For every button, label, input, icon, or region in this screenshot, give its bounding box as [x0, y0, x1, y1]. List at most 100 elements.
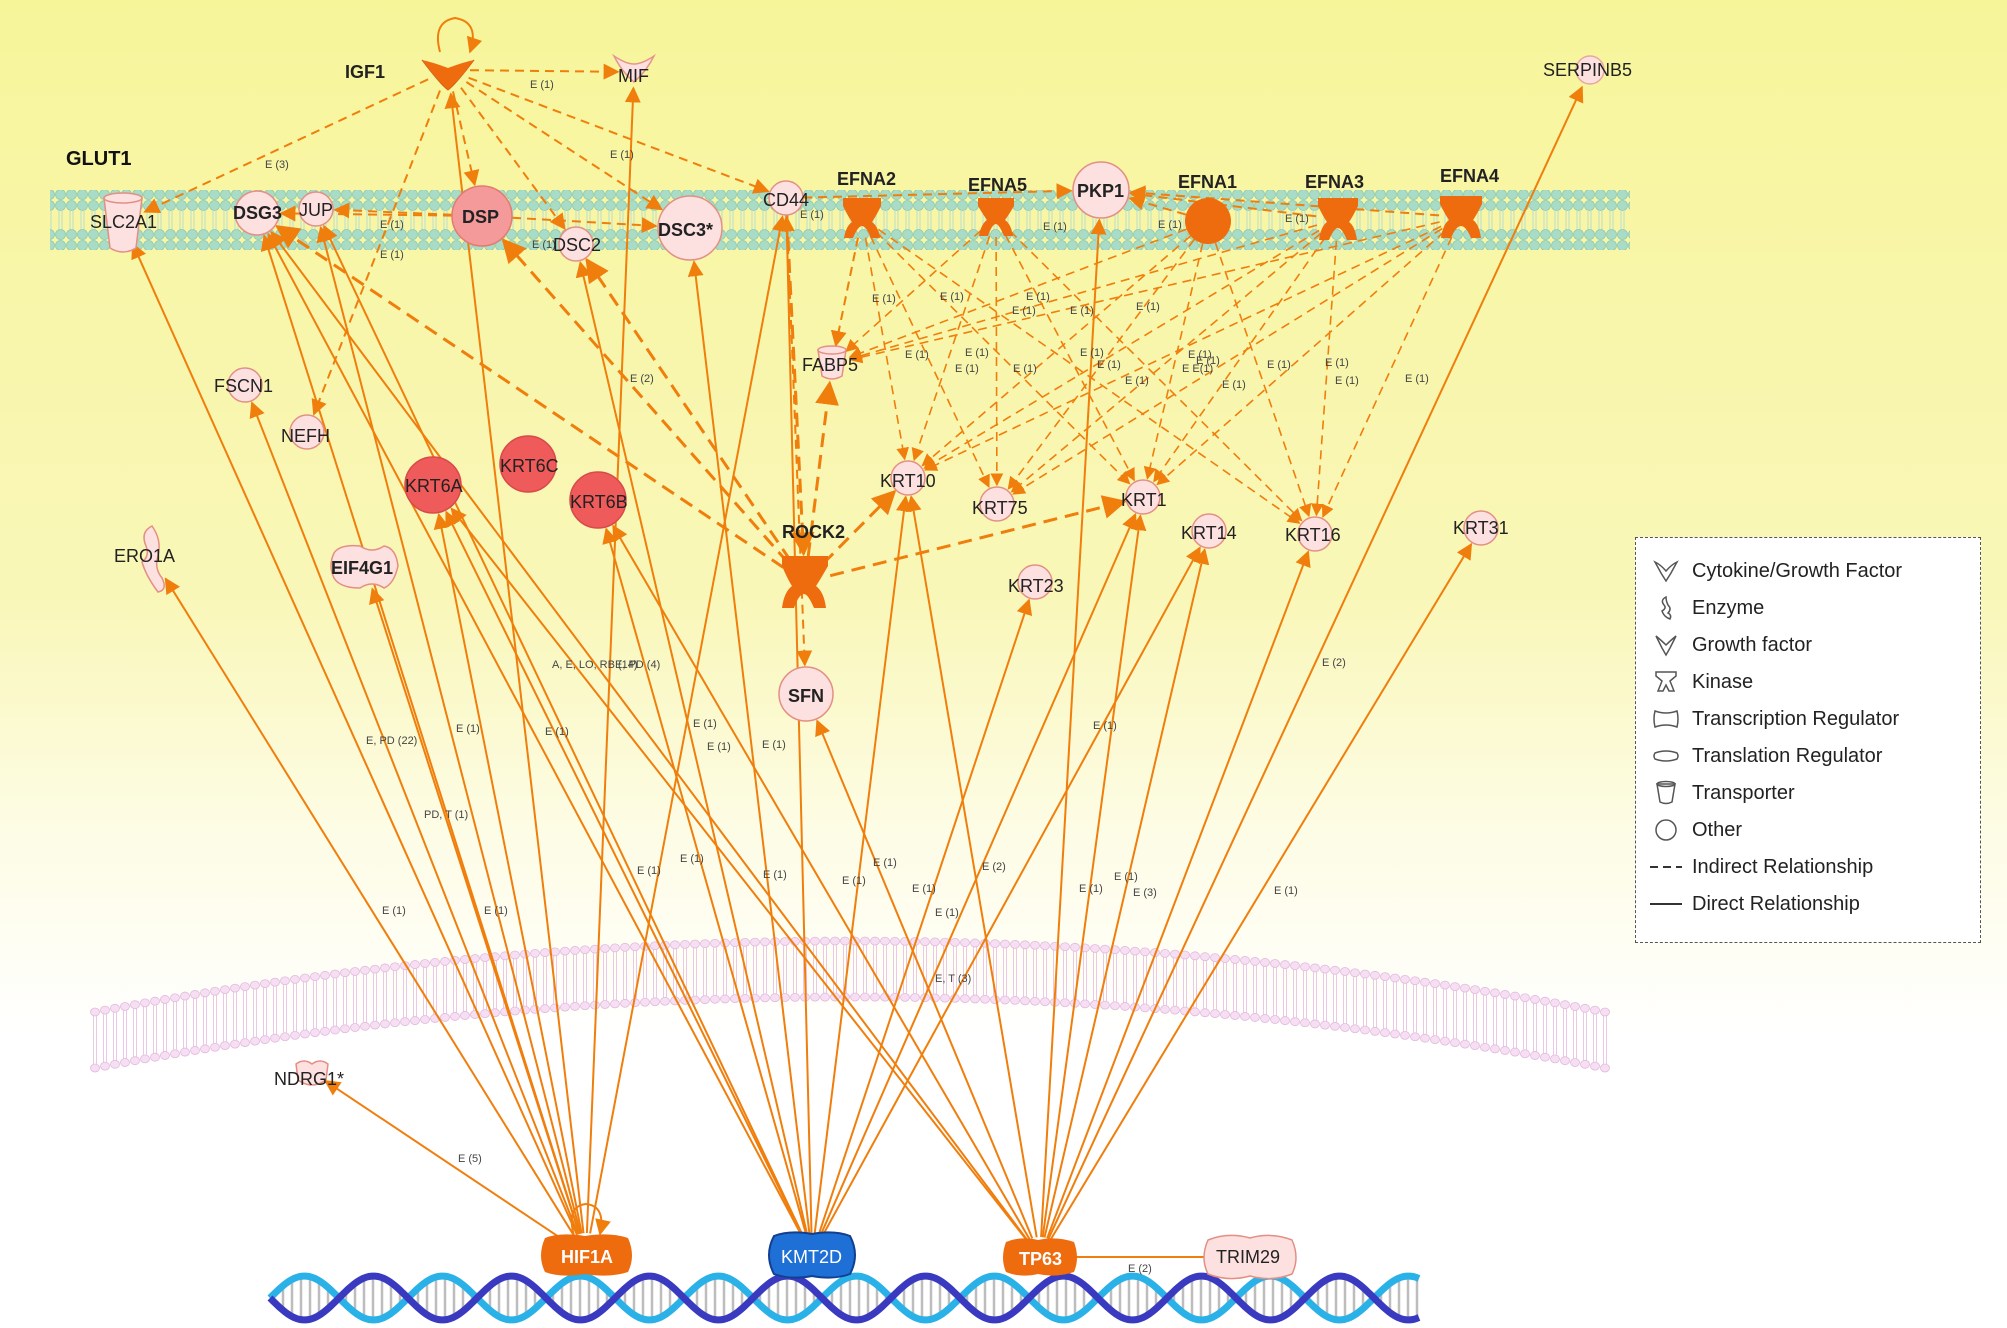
edge-efna2-fabp5	[830, 237, 859, 347]
node-tp63[interactable]: TP63	[1003, 1238, 1077, 1276]
node-krt6c[interactable]: KRT6C	[499, 435, 559, 493]
legend-label: Growth factor	[1692, 633, 1813, 656]
legend-row: Transporter	[1650, 778, 1795, 808]
edge-label: E, PD (22)	[366, 735, 417, 747]
edge-label: E (1)	[965, 347, 989, 359]
edge-efna5-krt1	[1004, 234, 1135, 482]
edge-label: E, PD (4)	[615, 659, 660, 671]
edge-label: E, T (3)	[935, 973, 971, 985]
edge-tp63-krt6b	[612, 524, 1031, 1241]
node-efna1[interactable]: EFNA1	[1178, 172, 1237, 244]
node-label-eif4g1: EIF4G1	[331, 558, 393, 578]
transcription-regulator-icon	[1650, 704, 1682, 734]
node-label-ndrg1: NDRG1*	[274, 1069, 344, 1089]
edge-label: E (1)	[1196, 355, 1220, 367]
node-slc2a1[interactable]: SLC2A1	[90, 192, 157, 253]
edge-label: E (1)	[872, 293, 896, 305]
edge-label: E (1)	[1013, 363, 1037, 375]
node-dsc2[interactable]: DSC2	[553, 226, 601, 262]
edge-label: E (1)	[1405, 373, 1429, 385]
node-sfn[interactable]: SFN	[778, 666, 834, 722]
edge-tp63-krt1	[1041, 514, 1147, 1238]
node-kmt2d[interactable]: KMT2D	[768, 1231, 856, 1279]
node-label-pkp1: PKP1	[1077, 181, 1124, 201]
edge-label: E (1)	[1080, 347, 1104, 359]
edge-efna2-krt75	[869, 235, 990, 488]
edge-label: E (2)	[1128, 1263, 1152, 1275]
node-krt31[interactable]: KRT31	[1453, 510, 1509, 546]
node-krt10[interactable]: KRT10	[880, 460, 936, 496]
edge-label: E (1)	[912, 883, 936, 895]
edge-rock2-dsp	[501, 238, 789, 564]
edge-label: E (2)	[982, 861, 1006, 873]
node-efna3[interactable]: EFNA3	[1305, 172, 1364, 240]
edge-label: A, E, LO, RB (14)	[552, 659, 638, 671]
node-dsc3[interactable]: DSC3*	[657, 195, 723, 261]
node-krt23[interactable]: KRT23	[1008, 564, 1064, 600]
node-efna5[interactable]: EFNA5	[968, 175, 1027, 236]
edge-tp63-krt14	[1043, 547, 1210, 1238]
legend-row: Direct Relationship	[1650, 889, 1860, 919]
legend-label: Kinase	[1692, 670, 1754, 693]
node-eif4g1[interactable]: EIF4G1	[330, 544, 399, 589]
edge-label: E (1)	[1114, 871, 1138, 883]
edge-label: E (1)	[1158, 219, 1182, 231]
edge-efna1-fabp5	[848, 228, 1187, 360]
node-label-krt10: KRT10	[880, 471, 936, 491]
legend-label: Indirect Relationship	[1692, 855, 1874, 878]
node-hif1a[interactable]: HIF1A	[541, 1234, 632, 1276]
node-label-hif1a: HIF1A	[561, 1247, 613, 1267]
node-efna4[interactable]: EFNA4	[1440, 166, 1499, 238]
edge-label: E (1)	[380, 219, 404, 231]
node-label-mif: MIF	[618, 66, 649, 86]
node-krt6b[interactable]: KRT6B	[569, 471, 628, 529]
node-dsp[interactable]: DSP	[451, 185, 513, 247]
node-trim29[interactable]: TRIM29	[1203, 1234, 1297, 1280]
edge-label: E (1)	[380, 249, 404, 261]
kinase-icon	[1650, 667, 1682, 697]
edge-label: E (1)	[1070, 305, 1094, 317]
edge-label: E (1)	[610, 149, 634, 161]
node-jup[interactable]: JUP	[298, 191, 334, 227]
node-mif[interactable]: MIF	[612, 53, 656, 86]
node-fscn1[interactable]: FSCN1	[214, 367, 273, 403]
node-igf1[interactable]: IGF1	[345, 16, 483, 91]
edge-cd44-rock2	[785, 214, 815, 557]
edge-kmt2d-krt23	[817, 598, 1033, 1235]
edge-efna4-krt75	[1012, 227, 1443, 495]
edge-kmt2d-krt10	[813, 495, 912, 1234]
edge-tp63-krt31	[1049, 542, 1473, 1241]
edge-dsp-dsc3	[511, 216, 658, 234]
node-ndrg1[interactable]: NDRG1*	[274, 1060, 344, 1089]
node-label-efna1: EFNA1	[1178, 172, 1237, 192]
edge-hif1a-krt6a	[433, 512, 583, 1234]
node-krt14[interactable]: KRT14	[1181, 513, 1237, 549]
node-efna2[interactable]: EFNA2	[837, 169, 896, 238]
edge-hif1a-fscn1	[249, 401, 579, 1235]
node-label-dsp: DSP	[462, 207, 499, 227]
node-serpinb5[interactable]: SERPINB5	[1543, 55, 1632, 85]
edge-hif1a-ndrg1	[323, 1080, 569, 1244]
node-krt75[interactable]: KRT75	[972, 486, 1028, 522]
edge-kmt2d-krt1	[819, 512, 1137, 1236]
node-krt1[interactable]: KRT1	[1121, 479, 1167, 515]
edge-rock2-krt1	[829, 495, 1127, 578]
edge-hif1a-igf1	[444, 92, 585, 1234]
node-ero1a[interactable]: ERO1A	[114, 525, 175, 593]
node-krt16[interactable]: KRT16	[1285, 516, 1341, 552]
node-cd44[interactable]: CD44	[763, 180, 809, 216]
node-rock2[interactable]: ROCK2	[782, 522, 845, 608]
node-pkp1[interactable]: PKP1	[1072, 161, 1130, 219]
node-krt6a[interactable]: KRT6A	[404, 456, 463, 514]
node-dsg3[interactable]: DSG3	[233, 190, 282, 236]
edge-label: E (1)	[1188, 349, 1212, 361]
legend-label: Cytokine/Growth Factor	[1692, 559, 1903, 582]
node-label-tp63: TP63	[1019, 1249, 1062, 1269]
edge-igf1-nefh	[311, 90, 441, 416]
edge-efna5-krt16	[1009, 230, 1303, 522]
node-label-nefh: NEFH	[281, 426, 330, 446]
node-fabp5[interactable]: FABP5	[802, 345, 858, 380]
node-nefh[interactable]: NEFH	[281, 414, 330, 450]
edge-efna4-krt10	[924, 225, 1442, 471]
legend-row: Other	[1650, 815, 1742, 845]
